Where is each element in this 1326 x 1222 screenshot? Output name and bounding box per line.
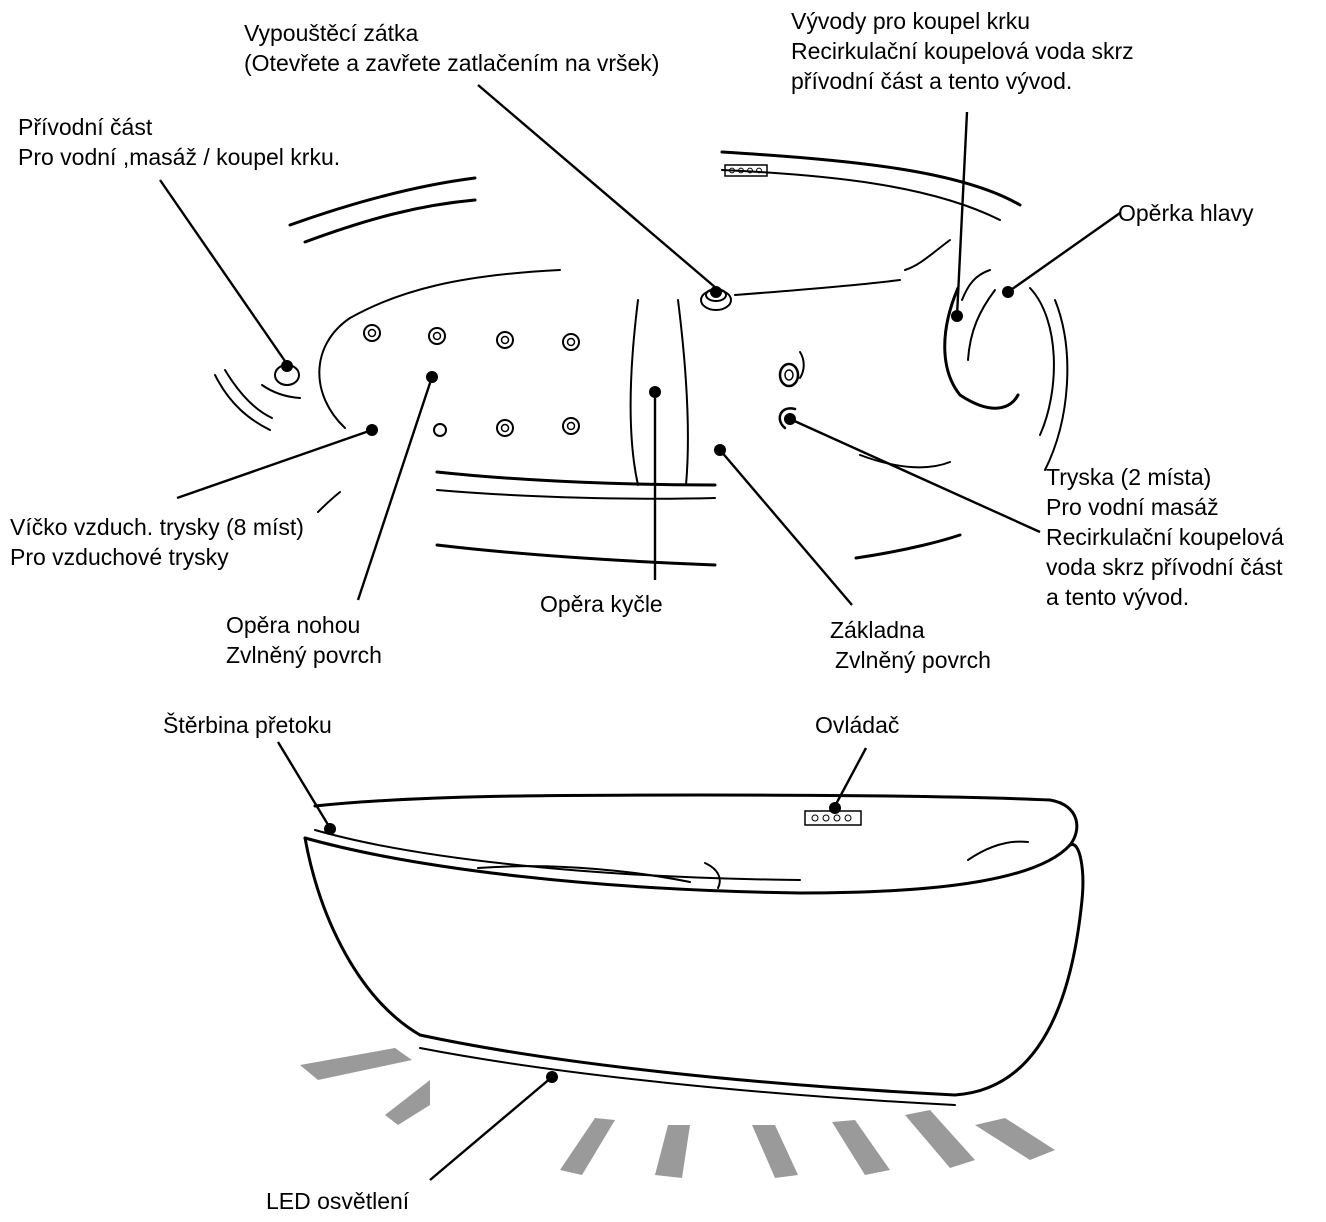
- base-title: Základna: [830, 617, 925, 643]
- base-note: Zvlněný povrch: [835, 647, 991, 673]
- label-base: Základna Zvlněný povrch: [830, 615, 991, 675]
- foot-rest-title: Opěra nohou: [226, 612, 361, 638]
- label-foot-rest: Opěra nohou Zvlněný povrch: [226, 610, 382, 670]
- drain-plug-title: Vypouštěcí zátka: [244, 20, 419, 46]
- intake-title: Přívodní část: [18, 114, 153, 140]
- jet-title: Tryska (2 místa): [1046, 464, 1212, 490]
- label-overflow: Štěrbina přetoku: [163, 710, 332, 740]
- label-hip-rest: Opěra kyčle: [540, 589, 663, 619]
- jet-note-4: a tento vývod.: [1046, 584, 1190, 610]
- label-air-jet-cap: Víčko vzduch. trysky (8 míst) Pro vzduch…: [10, 512, 304, 572]
- side-view-tub: [303, 793, 1085, 1106]
- controller-title: Ovládač: [815, 712, 900, 738]
- jet-note-2: Recirkulační koupelová: [1046, 524, 1284, 550]
- air-jet-cap-note: Pro vzduchové trysky: [10, 544, 229, 570]
- foot-rest-note: Zvlněný povrch: [226, 642, 382, 668]
- label-controller: Ovládač: [815, 710, 899, 740]
- label-jet: Tryska (2 místa) Pro vodní masáž Recirku…: [1046, 462, 1284, 612]
- headrest-title: Opěrka hlavy: [1118, 200, 1254, 226]
- neck-outlets-note-1: Recirkulační koupelová voda skrz: [791, 38, 1134, 64]
- overflow-title: Štěrbina přetoku: [163, 712, 332, 738]
- jet-note-3: voda skrz přívodní část: [1046, 554, 1283, 580]
- drain-plug-note: (Otevřete a zavřete zatlačením na vršek): [244, 50, 660, 76]
- label-drain-plug: Vypouštěcí zátka (Otevřete a zavřete zat…: [244, 18, 659, 78]
- intake-note: Pro vodní ,masáž / koupel krku.: [18, 144, 341, 170]
- air-jet-cap-title: Víčko vzduch. trysky (8 míst): [10, 514, 304, 540]
- air-jets: [363, 324, 580, 437]
- leader-lines: [159, 84, 1121, 1181]
- led-title: LED osvětlení: [266, 1188, 410, 1214]
- label-led: LED osvětlení: [266, 1186, 409, 1216]
- led-light-rays: [300, 1048, 1055, 1178]
- neck-outlets-note-2: přívodní část a tento vývod.: [791, 68, 1073, 94]
- label-intake: Přívodní část Pro vodní ,masáž / koupel …: [18, 112, 340, 172]
- jet-note-1: Pro vodní masáž: [1046, 494, 1219, 520]
- neck-outlets-title: Vývody pro koupel krku: [791, 8, 1031, 34]
- top-view-tub: [214, 150, 1069, 567]
- hip-rest-title: Opěra kyčle: [540, 591, 663, 617]
- label-neck-outlets: Vývody pro koupel krku Recirkulační koup…: [791, 6, 1134, 96]
- label-headrest: Opěrka hlavy: [1118, 198, 1254, 228]
